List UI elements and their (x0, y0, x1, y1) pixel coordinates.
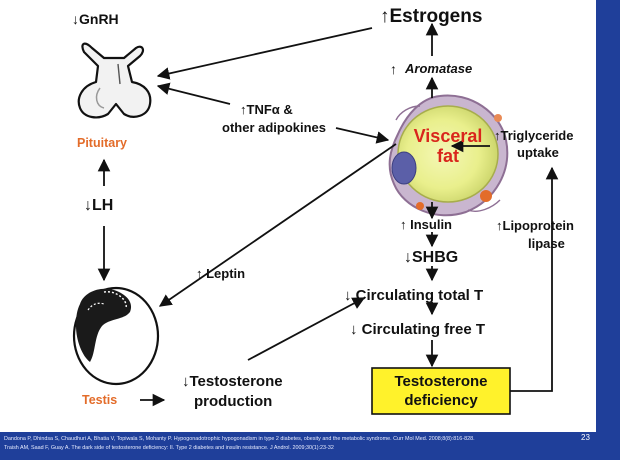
arrow-adipokines-from-fat (335, 127, 390, 144)
visceral-fat-cell-icon (388, 94, 509, 217)
deficiency-label-line1: Testosterone (394, 373, 487, 390)
lh-label: ↓LH (84, 197, 113, 214)
arrow-estrogens-to-pituitary (156, 27, 373, 80)
page-number: 23 (581, 433, 590, 442)
arrow-leptin-to-testis (158, 143, 397, 307)
pituitary-label: Pituitary (77, 136, 127, 150)
estrogens-label: ↑Estrogens (380, 6, 482, 27)
reference-2: Traish AM, Saad F, Guay A. The dark side… (4, 445, 334, 451)
arrow-production-to-total-t (247, 297, 366, 361)
arrow-adipokines-to-pituitary (156, 82, 231, 105)
shbg-label: ↓SHBG (404, 249, 458, 266)
arrow-deficiency-to-lipoprotein (510, 166, 559, 392)
diagram-panel: ↓GnRH Pituitary ↓LH Testis ↑Estrogens ↑ … (0, 0, 596, 432)
visceral-label-line2: fat (437, 146, 459, 166)
pituitary-gland-icon (77, 42, 152, 119)
triglyceride-label-line2: uptake (517, 145, 559, 160)
aromatase-label: Aromatase (404, 61, 472, 76)
testis-icon (72, 286, 160, 386)
tnf-label-line2: other adipokines (222, 120, 326, 135)
lipoprotein-label-line1: ↑Lipoprotein (496, 218, 574, 233)
circulating-free-t-label: ↓ Circulating free T (350, 321, 485, 338)
reference-1: Dandona P, Dhindsa S, Chaudhuri A, Bhati… (4, 436, 475, 442)
testosterone-production-label-line2: production (194, 393, 272, 410)
circulating-total-t-label: ↓ Circulating total T (344, 287, 483, 304)
tnf-label-line1: ↑TNFα & (240, 102, 293, 117)
deficiency-label-line2: deficiency (404, 392, 478, 409)
lipoprotein-label-line2: lipase (528, 236, 565, 251)
testis-label: Testis (82, 393, 117, 407)
deficiency-box (371, 367, 511, 415)
visceral-label-line1: Visceral (414, 126, 483, 146)
gnrh-label: ↓GnRH (72, 11, 119, 27)
testosterone-production-label-line1: ↓Testosterone (182, 373, 283, 390)
triglyceride-label-line1: ↑Triglyceride (494, 128, 573, 143)
leptin-label: ↑ Leptin (196, 266, 245, 281)
insulin-label: ↑ Insulin (400, 217, 452, 232)
arrows (97, 22, 559, 407)
diagram-canvas: ↓GnRH Pituitary ↓LH Testis ↑Estrogens ↑ … (72, 6, 574, 415)
aromatase-arrow: ↑ (390, 61, 397, 77)
